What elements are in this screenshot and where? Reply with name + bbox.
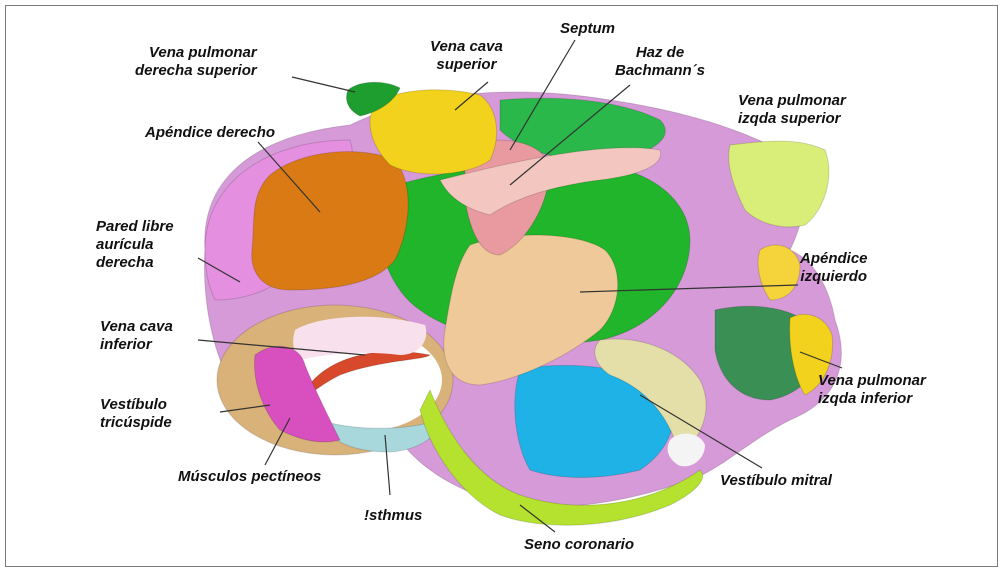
label-line: Vena cava bbox=[430, 38, 503, 56]
label-line: izqda superior bbox=[738, 110, 846, 128]
label-line: izqda inferior bbox=[818, 390, 926, 408]
label-line: Seno coronario bbox=[524, 536, 634, 554]
label-line: Músculos pectíneos bbox=[178, 468, 321, 486]
label-line: Pared libre bbox=[96, 218, 174, 236]
label-line: derecha superior bbox=[135, 62, 257, 80]
label-septum: Septum bbox=[560, 20, 615, 38]
label-line: Haz de bbox=[615, 44, 705, 62]
label-haz-de-bachmann: Haz de Bachmann´s bbox=[615, 44, 705, 80]
label-line: Vestíbulo mitral bbox=[720, 472, 832, 490]
label-line: superior bbox=[430, 56, 503, 74]
label-vena-cava-inferior: Vena cava inferior bbox=[100, 318, 173, 354]
label-line: Bachmann´s bbox=[615, 62, 705, 80]
label-line: Vena cava bbox=[100, 318, 173, 336]
label-line: Vena pulmonar bbox=[818, 372, 926, 390]
label-isthmus: !sthmus bbox=[364, 507, 422, 525]
label-line: derecha bbox=[96, 254, 174, 272]
label-line: tricúspide bbox=[100, 414, 172, 432]
label-vena-pulmonar-izqda-superior: Vena pulmonar izqda superior bbox=[738, 92, 846, 128]
label-seno-coronario: Seno coronario bbox=[524, 536, 634, 554]
label-line: Vena pulmonar bbox=[135, 44, 257, 62]
label-line: Vena pulmonar bbox=[738, 92, 846, 110]
label-line: Apéndice bbox=[800, 250, 868, 268]
label-vena-cava-superior: Vena cava superior bbox=[430, 38, 503, 74]
label-line: inferior bbox=[100, 336, 173, 354]
label-musculos-pectineos: Músculos pectíneos bbox=[178, 468, 321, 486]
apendice-derecho-region bbox=[252, 152, 408, 290]
leader-vena-pulmonar-derecha-superior bbox=[292, 77, 355, 92]
label-apendice-izquierdo: Apéndice izquierdo bbox=[800, 250, 868, 286]
label-line: aurícula bbox=[96, 236, 174, 254]
label-vena-pulmonar-derecha-superior: Vena pulmonar derecha superior bbox=[135, 44, 257, 80]
label-line: Apéndice derecho bbox=[145, 124, 275, 142]
label-line: Vestíbulo bbox=[100, 396, 172, 414]
label-line: Septum bbox=[560, 20, 615, 38]
label-line: izquierdo bbox=[800, 268, 868, 286]
label-vestibulo-mitral: Vestíbulo mitral bbox=[720, 472, 832, 490]
label-vestibulo-tricuspide: Vestíbulo tricúspide bbox=[100, 396, 172, 432]
label-apendice-derecho: Apéndice derecho bbox=[145, 124, 275, 142]
label-pared-libre: Pared libre aurícula derecha bbox=[96, 218, 174, 272]
label-line: !sthmus bbox=[364, 507, 422, 525]
label-vena-pulmonar-izqda-inferior: Vena pulmonar izqda inferior bbox=[818, 372, 926, 408]
